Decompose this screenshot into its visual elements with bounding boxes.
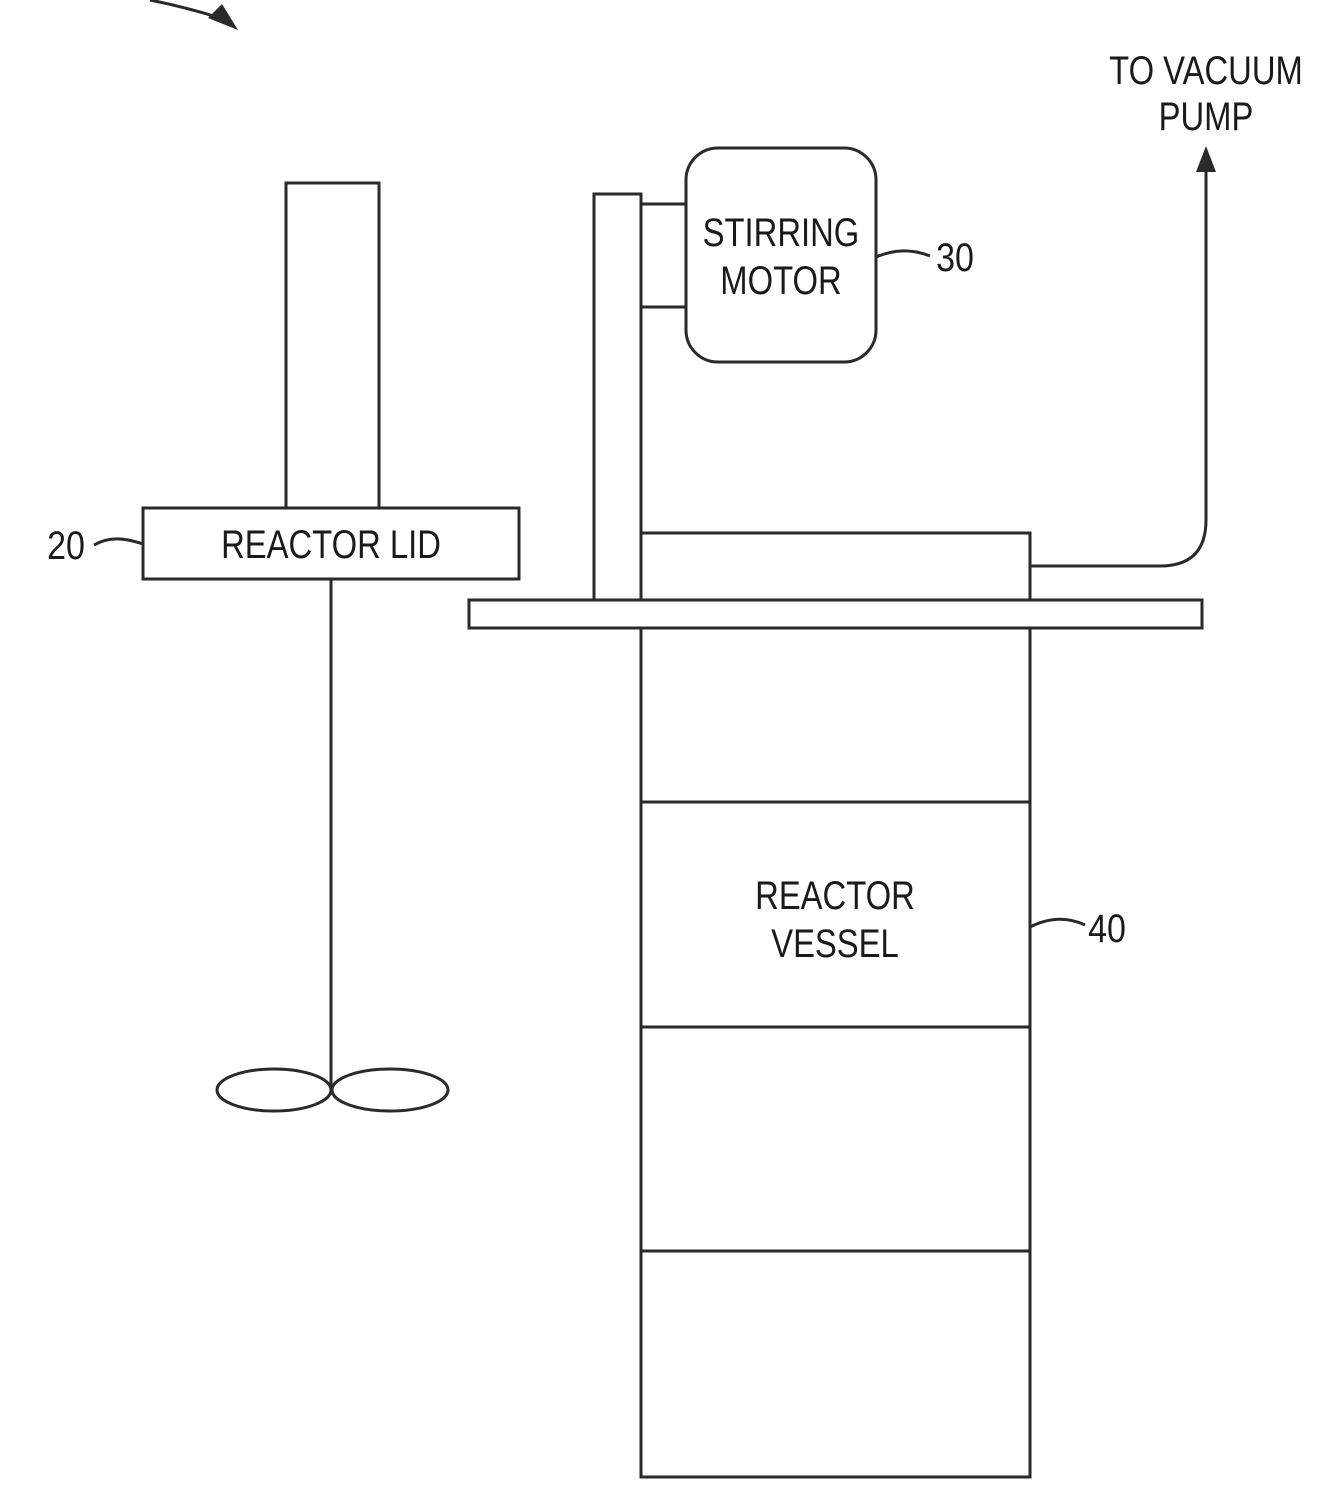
lid-shaft-housing	[286, 183, 379, 510]
reactor-vessel-label-line2: VESSEL	[771, 921, 899, 966]
leader-line-20	[94, 539, 143, 545]
leader-line-30	[876, 251, 930, 257]
vacuum-line-arrowhead	[1196, 146, 1216, 172]
impeller-blade-left	[217, 1069, 331, 1111]
vacuum-pump-label-line1: TO VACUUM	[1109, 48, 1303, 93]
stirring-motor-label-line1: STIRRING	[703, 210, 860, 255]
cropped-figure-arrow	[150, 0, 238, 30]
vacuum-line	[1030, 168, 1206, 566]
stirring-motor-label-line2: MOTOR	[720, 258, 841, 303]
platform-plate	[469, 600, 1202, 628]
reactor-lid-label: REACTOR LID	[221, 522, 441, 567]
reactor-vessel	[641, 533, 1030, 1477]
vacuum-pump-label-line2: PUMP	[1159, 94, 1254, 139]
ref-numeral-40: 40	[1088, 905, 1126, 950]
reactor-vessel-label-line1: REACTOR	[755, 873, 915, 918]
stirring-motor	[686, 148, 876, 362]
support-column	[594, 194, 641, 602]
ref-numeral-20: 20	[47, 522, 85, 567]
impeller-blade-right	[332, 1069, 448, 1111]
leader-line-40	[1030, 919, 1085, 927]
ref-numeral-30: 30	[936, 234, 974, 279]
